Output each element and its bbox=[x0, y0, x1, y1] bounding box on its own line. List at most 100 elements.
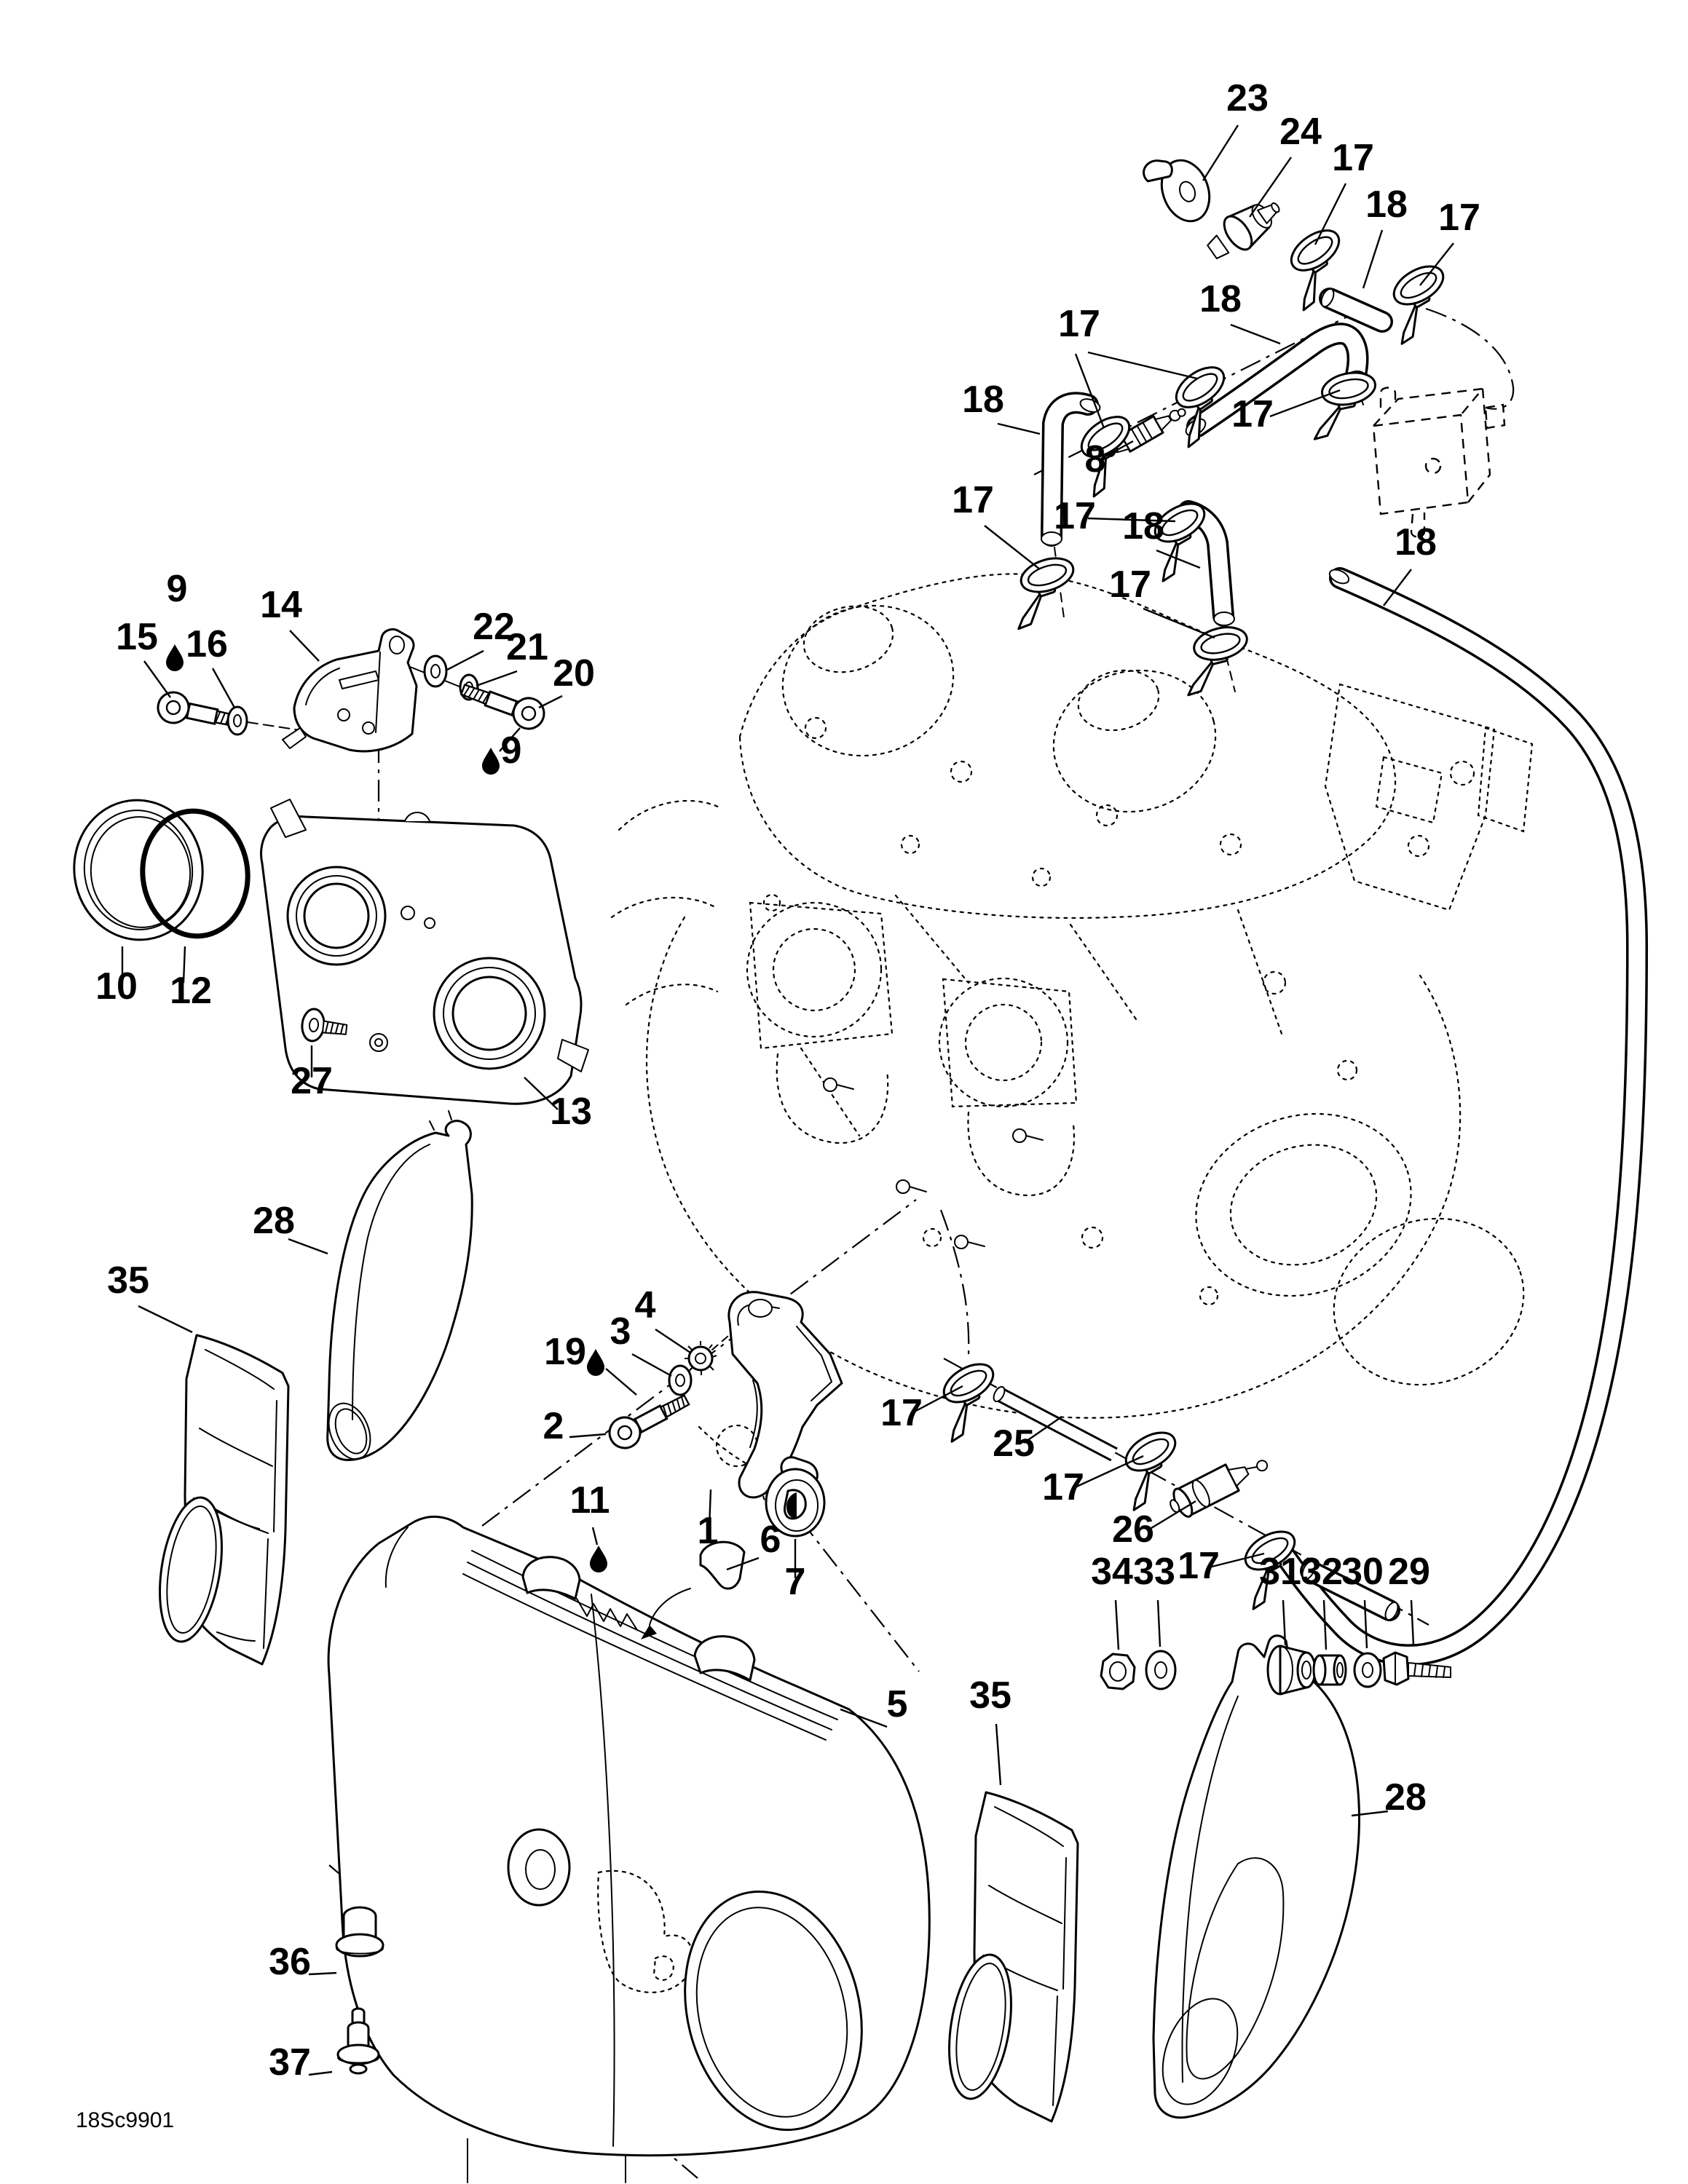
callout-25-36: 25 bbox=[993, 1423, 1035, 1465]
fastener-row bbox=[1100, 1645, 1451, 1696]
leader-line-52 bbox=[308, 2070, 333, 2076]
leader-line-4 bbox=[1419, 242, 1454, 286]
fitting-24 bbox=[1207, 202, 1280, 260]
callout-5-42: 5 bbox=[887, 1683, 908, 1725]
leader-line-19 bbox=[446, 649, 484, 671]
callout-15-16: 15 bbox=[116, 616, 158, 658]
cover-13 bbox=[260, 799, 589, 1105]
leader-line-3 bbox=[1362, 229, 1384, 289]
leader-line-46 bbox=[1322, 1599, 1328, 1650]
leader-line-38 bbox=[1147, 1500, 1196, 1532]
callout-35-49: 35 bbox=[969, 1674, 1011, 1717]
plug-36 bbox=[335, 1906, 384, 1958]
bracket-14-group bbox=[154, 628, 550, 753]
leader-line-26 bbox=[524, 1077, 559, 1110]
leader-line-45 bbox=[1282, 1599, 1287, 1646]
callout-17-13: 17 bbox=[1109, 563, 1151, 606]
long-hose-assembly bbox=[922, 567, 1649, 1666]
grommet-7 bbox=[765, 1468, 826, 1538]
callout-17-9: 17 bbox=[1231, 393, 1274, 435]
callout-28-50: 28 bbox=[1384, 1776, 1427, 1819]
callout-16-17: 16 bbox=[186, 623, 228, 665]
leader-line-21 bbox=[538, 695, 563, 709]
leader-line-39 bbox=[1211, 1552, 1265, 1568]
leader-line-2 bbox=[1314, 183, 1347, 245]
leader-line-15 bbox=[1383, 569, 1412, 606]
callout-35-28: 35 bbox=[107, 1259, 149, 1302]
callout-22-19: 22 bbox=[473, 606, 515, 648]
engine-ghost bbox=[610, 573, 1534, 1510]
boot-35a bbox=[159, 1334, 290, 1666]
leader-line-0 bbox=[1202, 124, 1239, 181]
callout-17-4: 17 bbox=[1438, 197, 1480, 239]
bolt-29 bbox=[1382, 1651, 1451, 1686]
leader-line-42 bbox=[840, 1708, 888, 1728]
leader-line-44 bbox=[1156, 1599, 1162, 1647]
boot-35b bbox=[948, 1791, 1079, 2123]
valve-37 bbox=[336, 2007, 380, 2075]
leader-line-24 bbox=[182, 946, 186, 984]
callout-18-12: 18 bbox=[1122, 505, 1164, 547]
leader-lines bbox=[121, 124, 1454, 2076]
bracket-1 bbox=[727, 1291, 843, 1502]
leader-line-14 bbox=[1143, 607, 1215, 639]
leader-line-27 bbox=[288, 1238, 328, 1255]
washer-22 bbox=[423, 654, 448, 688]
callout-10-23: 10 bbox=[95, 965, 138, 1008]
washer-3 bbox=[668, 1364, 693, 1396]
leader-line-37 bbox=[1073, 1455, 1144, 1489]
callout-3-30: 3 bbox=[610, 1310, 631, 1353]
leader-line-32 bbox=[569, 1433, 607, 1439]
leader-line-30 bbox=[631, 1353, 672, 1377]
callout-1-33: 1 bbox=[698, 1510, 719, 1552]
duct-28b bbox=[1152, 1634, 1360, 2119]
bushing-31 bbox=[1266, 1645, 1317, 1696]
lubricant-drop-icon-3 bbox=[590, 1546, 607, 1572]
clip-6 bbox=[699, 1540, 746, 1590]
callout-30-47: 30 bbox=[1341, 1551, 1384, 1593]
callout-4-31: 4 bbox=[635, 1284, 656, 1326]
callout-21-20: 21 bbox=[506, 626, 548, 668]
callout-17-6: 17 bbox=[1058, 303, 1100, 345]
callout-13-26: 13 bbox=[550, 1091, 592, 1133]
callout-36-51: 36 bbox=[269, 1941, 311, 1983]
callout-31-45: 31 bbox=[1259, 1551, 1301, 1593]
leader-line-6 bbox=[1074, 353, 1105, 429]
bracket-1-group bbox=[603, 1291, 843, 1538]
washer-33 bbox=[1145, 1650, 1177, 1690]
oring-12 bbox=[140, 808, 251, 939]
leader-line-16 bbox=[143, 660, 171, 698]
callout-17-37: 17 bbox=[1042, 1466, 1084, 1508]
leader-line-35 bbox=[912, 1385, 963, 1414]
callout-27-25: 27 bbox=[291, 1060, 333, 1102]
callout-2-32: 2 bbox=[543, 1405, 564, 1447]
callout-34-43: 34 bbox=[1091, 1551, 1133, 1593]
callout-12-24: 12 bbox=[170, 970, 212, 1012]
leader-line-7 bbox=[1087, 351, 1198, 380]
callout-11-40: 11 bbox=[570, 1479, 610, 1522]
lubricant-drop-icon-2 bbox=[587, 1349, 604, 1376]
lockwasher-4 bbox=[685, 1341, 717, 1375]
leader-line-18 bbox=[289, 630, 320, 662]
arrow-head bbox=[641, 1625, 657, 1639]
callout-23-0: 23 bbox=[1226, 77, 1269, 119]
nut-34 bbox=[1100, 1653, 1136, 1690]
leader-line-9 bbox=[1100, 440, 1134, 460]
lubricant-drop-icon-0 bbox=[166, 644, 184, 671]
callout-8-8: 8 bbox=[1085, 438, 1106, 480]
leader-line-20 bbox=[476, 670, 518, 687]
duct-28a bbox=[326, 1110, 473, 1461]
leader-line-8 bbox=[997, 422, 1041, 435]
callout-9-22: 9 bbox=[501, 729, 522, 772]
leader-line-28 bbox=[138, 1305, 193, 1334]
callout-33-44: 33 bbox=[1133, 1551, 1175, 1593]
lubricant-drop-icon-1 bbox=[482, 748, 500, 775]
bracket-14 bbox=[282, 628, 418, 753]
callout-26-38: 26 bbox=[1112, 1508, 1154, 1551]
callout-32-46: 32 bbox=[1301, 1551, 1343, 1593]
callout-24-1: 24 bbox=[1279, 111, 1322, 153]
leader-line-12 bbox=[1087, 517, 1176, 523]
